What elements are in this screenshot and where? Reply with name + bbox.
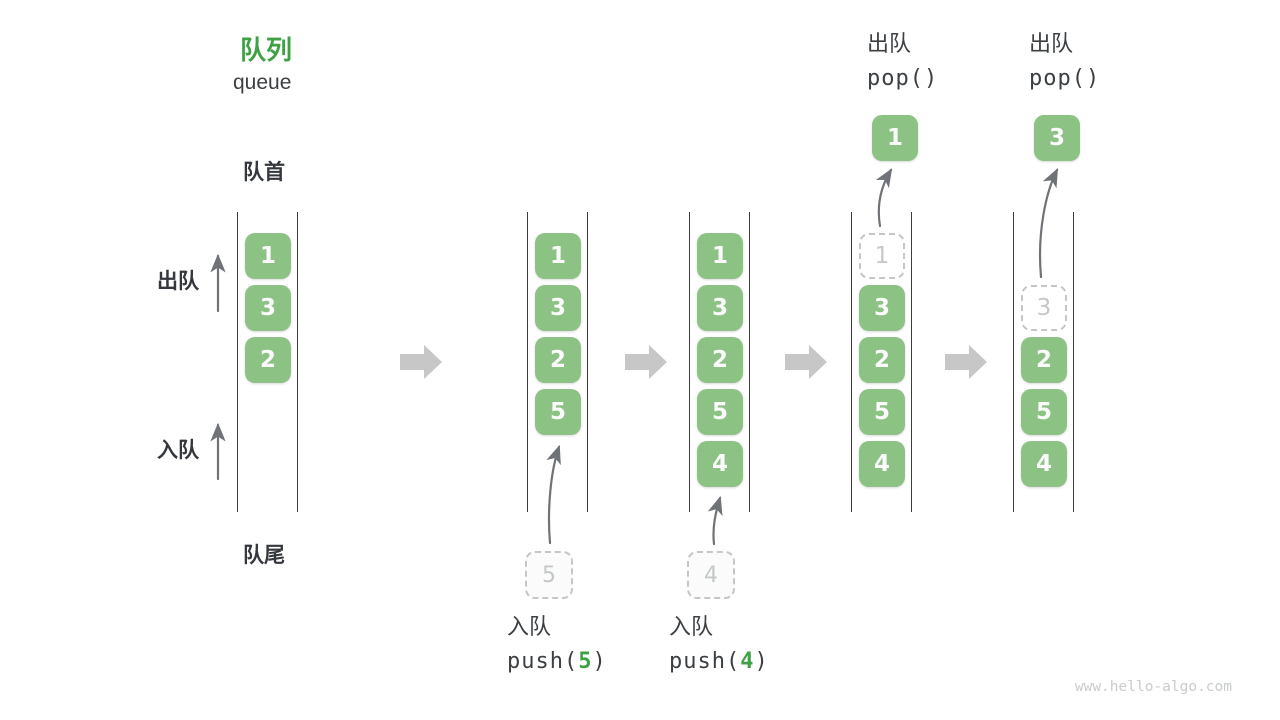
queue-element: 5 [859,389,905,435]
queue-element: 5 [535,389,581,435]
queue-element: 1 [535,233,581,279]
queue-element: 4 [1021,441,1067,487]
diagram-title-en: queue [233,71,292,94]
transition-arrow [400,345,442,379]
caption-dequeue: 出队 pop() [867,31,938,92]
queue-element: 2 [1021,337,1067,383]
queue-container [237,212,298,512]
queue-element: 2 [859,337,905,383]
caption-enqueue: 入队 push(5) [507,614,607,675]
operation-code: pop() [867,66,939,91]
watermark: www.hello-algo.com [1074,679,1232,695]
operation-name: 出队 [1029,31,1074,56]
operation-code: pop() [1029,66,1101,91]
queue-element: 1 [245,233,291,279]
dequeued-slot: 3 [1021,285,1067,331]
caption-enqueue: 入队 push(4) [669,614,769,675]
operation-name: 入队 [507,614,552,639]
label-dequeue-side: 出队 [157,270,199,293]
operation-name: 出队 [867,31,912,56]
queue-element: 4 [859,441,905,487]
label-queue-rear: 队尾 [243,544,285,567]
operation-code: push(5) [507,649,607,674]
popped-element: 1 [872,115,918,161]
transition-arrow [785,345,827,379]
queue-element: 5 [697,389,743,435]
operation-code: push(4) [669,649,769,674]
caption-dequeue: 出队 pop() [1029,31,1100,92]
transition-arrow [625,345,667,379]
incoming-element: 5 [525,551,573,599]
incoming-element: 4 [687,551,735,599]
diagram-title-zh: 队列 [240,35,293,65]
queue-container [851,212,912,512]
popped-element: 3 [1034,115,1080,161]
queue-element: 5 [1021,389,1067,435]
label-queue-front: 队首 [243,161,285,184]
queue-element: 2 [245,337,291,383]
queue-element: 3 [245,285,291,331]
queue-element: 4 [697,441,743,487]
queue-element: 2 [535,337,581,383]
queue-element: 1 [697,233,743,279]
queue-container [1013,212,1074,512]
queue-element: 3 [859,285,905,331]
queue-element: 2 [697,337,743,383]
dequeued-slot: 1 [859,233,905,279]
transition-arrow [945,345,987,379]
label-enqueue-side: 入队 [157,439,199,462]
operation-name: 入队 [669,614,714,639]
queue-element: 3 [697,285,743,331]
queue-container [527,212,588,512]
queue-element: 3 [535,285,581,331]
queue-container [689,212,750,512]
